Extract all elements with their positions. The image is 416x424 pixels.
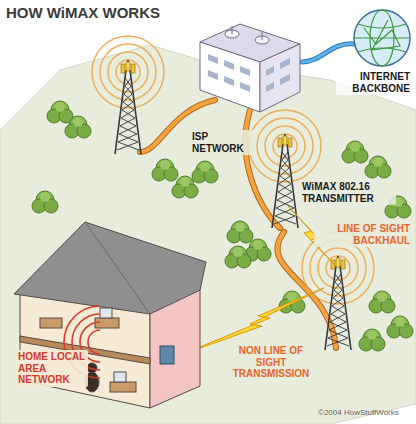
callout-label: NON LINE OF SIGHT TRANSMISSION [222, 344, 320, 381]
ground [0, 45, 416, 424]
house [14, 222, 206, 408]
callout-label: LINE OF SIGHT BACKHAUL [314, 222, 412, 247]
callout-label: INTERNET BACKBONE [336, 70, 412, 95]
diagram-title: HOW WiMAX WORKS [6, 4, 160, 21]
isp-building [200, 24, 300, 112]
callout-label: HOME LOCAL AREA NETWORK [16, 350, 88, 387]
callout-label: WiMAX 802.16 TRANSMITTER [300, 180, 396, 205]
callout-label: ISP NETWORK [190, 130, 256, 155]
internet-globe [354, 10, 410, 66]
copyright-note: ©2004 HowStuffWorks [318, 408, 399, 417]
